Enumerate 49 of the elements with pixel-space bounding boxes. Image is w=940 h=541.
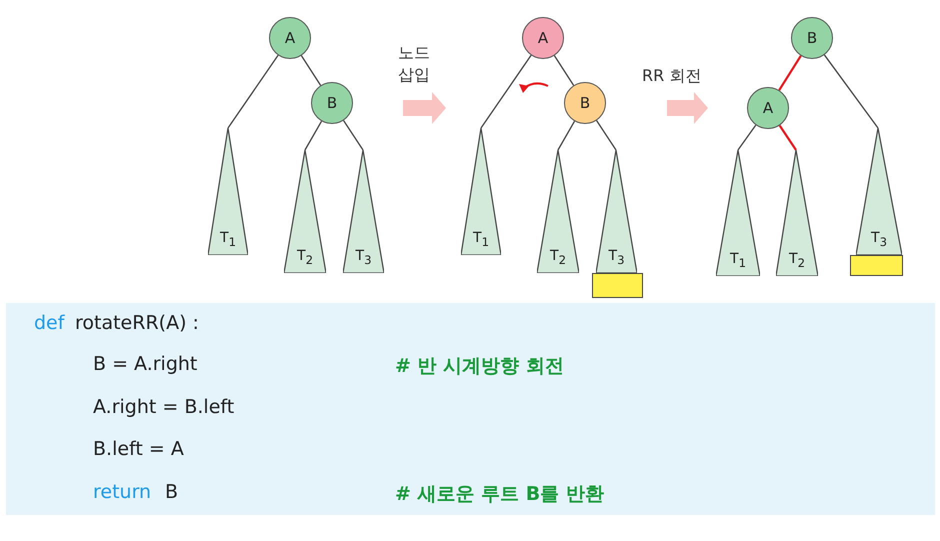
tree-edge <box>300 55 322 86</box>
tree-node-circle: B <box>311 82 353 124</box>
subtree-triangle <box>343 150 384 273</box>
code-line: B = A.right <box>93 353 198 375</box>
code-comment: # 새로운 루트 B를 반환 <box>395 482 604 507</box>
subtree-triangle <box>856 128 902 255</box>
tree-edge <box>227 54 279 128</box>
tree-node-circle: A <box>269 17 311 59</box>
subtree-label: T$_{2}$ <box>296 248 314 267</box>
tree-edge <box>343 120 364 150</box>
code-line: rotateRR(A) : <box>75 312 199 334</box>
subtree-label: T$_{3}$ <box>608 248 626 267</box>
tree-node-circle: B <box>564 82 606 124</box>
inserted-node-bar <box>850 255 903 276</box>
subtree-label: T$_{1}$ <box>472 230 490 249</box>
subtree-label: T$_{1}$ <box>729 251 747 270</box>
subtree-triangle <box>284 150 326 273</box>
subtree-triangle <box>461 128 501 255</box>
tree-edge <box>737 124 756 150</box>
subtree-triangle <box>208 128 248 255</box>
code-keyword: def <box>34 312 64 334</box>
code-line: B <box>165 481 178 503</box>
code-line: B.left = A <box>93 438 184 460</box>
subtree-triangle <box>776 150 818 276</box>
subtree-label: T$_{3}$ <box>870 230 888 249</box>
tree-edge <box>557 120 576 150</box>
tree-node-circle: A <box>522 17 564 59</box>
inserted-node-bar <box>592 273 643 298</box>
tree-edge <box>778 55 802 91</box>
step-label: 노드 삽입 <box>398 42 431 86</box>
code-comment: # 반 시계방향 회전 <box>395 354 564 379</box>
subtree-label: T$_{2}$ <box>788 251 806 270</box>
code-line: A.right = B.left <box>93 396 234 418</box>
subtree-label: T$_{3}$ <box>354 248 372 267</box>
subtree-triangle <box>716 150 760 276</box>
tree-edge <box>554 55 574 86</box>
code-keyword: return <box>93 481 152 503</box>
tree-edge <box>480 54 532 128</box>
subtree-label: T$_{1}$ <box>219 230 237 249</box>
tree-edge <box>596 120 617 150</box>
subtree-triangle <box>537 150 579 273</box>
tree-edge <box>304 120 322 150</box>
tree-edge <box>778 124 797 151</box>
subtree-triangle <box>596 150 637 273</box>
tree-edge <box>824 54 879 128</box>
step-label: RR 회전 <box>642 66 702 87</box>
subtree-label: T$_{2}$ <box>549 248 567 267</box>
tree-node-circle: B <box>791 17 833 59</box>
tree-node-circle: A <box>747 87 789 129</box>
